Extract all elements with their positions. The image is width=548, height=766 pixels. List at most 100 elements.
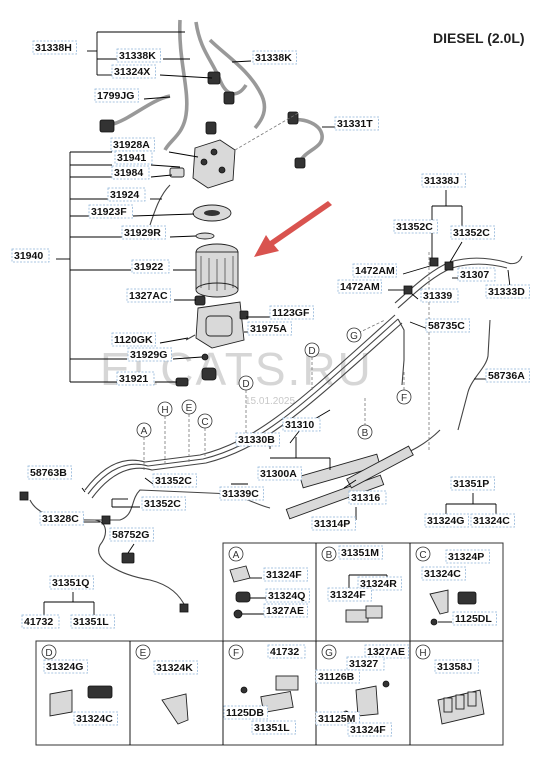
part-label-58735C[interactable]: 58735C (425, 318, 470, 333)
box-C-part-1125DL[interactable]: 1125DL (452, 611, 497, 626)
part-label-31324C[interactable]: 31324C (470, 513, 515, 528)
box-A-part-31324Q[interactable]: 31324Q (265, 588, 310, 603)
part-label-31924[interactable]: 31924 (107, 187, 146, 202)
part-label-1327AC[interactable]: 1327AC (126, 288, 171, 303)
box-A-part-31324Q-text: 31324Q (268, 590, 305, 602)
box-C-parts (429, 589, 477, 626)
part-label-31941[interactable]: 31941 (114, 150, 153, 165)
part-label-31338H[interactable]: 31338H (32, 40, 77, 55)
box-A-part-1327AE[interactable]: 1327AE (263, 603, 308, 618)
box-B-part-31324F-text: 31324F (330, 589, 366, 601)
part-label-1472AM[interactable]: 1472AM (337, 279, 382, 294)
leader-31338J (388, 190, 511, 380)
svg-text:A: A (233, 550, 240, 561)
callout-D[interactable]: D (304, 342, 320, 358)
part-label-31339C[interactable]: 31339C (219, 486, 264, 501)
part-label-1799JG[interactable]: 1799JG (94, 88, 139, 103)
box-C-part-31324C-text: 31324C (424, 568, 461, 580)
box-C-part-31324P[interactable]: 31324P (445, 549, 490, 564)
part-label-31352C[interactable]: 31352C (393, 219, 438, 234)
callout-F[interactable]: F (396, 389, 412, 405)
box-A-part-31324F[interactable]: 31324F (263, 567, 308, 582)
callout-D-left[interactable]: D (238, 375, 254, 391)
part-label-31922[interactable]: 31922 (131, 259, 170, 274)
fuel-filter-cartridge (195, 243, 239, 298)
callout-G[interactable]: G (346, 327, 362, 343)
part-label-58763B[interactable]: 58763B (27, 465, 72, 480)
part-label-58752G[interactable]: 58752G (109, 527, 154, 542)
box-D-part-31324G[interactable]: 31324G (43, 659, 88, 674)
box-B-part-31324F[interactable]: 31324F (327, 587, 372, 602)
part-label-31352C[interactable]: 31352C (450, 225, 495, 240)
callout-A[interactable]: A (136, 422, 152, 438)
callout-H[interactable]: H (157, 401, 173, 417)
part-label-31351Q[interactable]: 31351Q (49, 575, 94, 590)
part-label-31324G[interactable]: 31324G (424, 513, 469, 528)
part-label-31975A-text: 31975A (250, 323, 287, 335)
part-label-31975A[interactable]: 31975A (247, 321, 292, 336)
part-label-31307[interactable]: 31307 (457, 267, 496, 282)
part-label-31921[interactable]: 31921 (116, 371, 155, 386)
part-label-31928A[interactable]: 31928A (110, 137, 155, 152)
callout-B[interactable]: B (357, 424, 373, 440)
part-label-31324X-text: 31324X (114, 66, 150, 78)
box-G-part-31324F[interactable]: 31324F (347, 722, 392, 737)
callout-C[interactable]: C (197, 413, 213, 429)
box-G-part-1327AE[interactable]: 1327AE (364, 644, 409, 659)
box-F-part-41732[interactable]: 41732 (267, 644, 306, 659)
part-label-31331T-text: 31331T (337, 118, 373, 130)
part-label-31333D[interactable]: 31333D (485, 284, 530, 299)
box-B-part-31324R-text: 31324R (360, 578, 397, 590)
part-label-31339[interactable]: 31339 (420, 288, 459, 303)
part-label-1120GK[interactable]: 1120GK (111, 332, 156, 347)
box-C-part-31324C[interactable]: 31324C (421, 566, 466, 581)
part-label-1123GF[interactable]: 1123GF (269, 305, 314, 320)
part-label-31338K[interactable]: 31338K (252, 50, 297, 65)
part-label-31929G[interactable]: 31929G (127, 347, 172, 362)
part-label-31940[interactable]: 31940 (11, 248, 50, 263)
part-label-31314P[interactable]: 31314P (311, 516, 356, 531)
box-G-part-31126B-text: 31126B (318, 671, 355, 683)
box-G-part-31125M[interactable]: 31125M (315, 711, 360, 726)
box-G-part-31327[interactable]: 31327 (346, 656, 385, 671)
part-label-31314P-text: 31314P (314, 518, 350, 530)
box-H-part-31358J[interactable]: 31358J (434, 659, 479, 674)
part-label-31338K[interactable]: 31338K (116, 48, 161, 63)
part-label-1472AM[interactable]: 1472AM (352, 263, 397, 278)
part-label-31984[interactable]: 31984 (111, 165, 150, 180)
part-label-31352C[interactable]: 31352C (152, 473, 197, 488)
part-label-31352C[interactable]: 31352C (141, 496, 186, 511)
part-label-31338K-text: 31338K (255, 52, 292, 64)
part-label-31310[interactable]: 31310 (282, 417, 321, 432)
part-label-31331T[interactable]: 31331T (334, 116, 379, 131)
box-D-parts (49, 685, 113, 717)
part-label-31339-text: 31339 (423, 290, 452, 302)
box-F-part-31351L[interactable]: 31351L (251, 720, 296, 735)
part-label-58752G-text: 58752G (112, 529, 149, 541)
highlight-arrow (254, 201, 332, 257)
part-label-31351L[interactable]: 31351L (70, 614, 115, 629)
box-G-part-31126B[interactable]: 31126B (315, 669, 360, 684)
box-B-parts (345, 574, 388, 623)
box-E-part-31324K[interactable]: 31324K (153, 660, 198, 675)
diagram-title: DIESEL (2.0L) (433, 30, 525, 46)
part-label-31328C[interactable]: 31328C (39, 511, 84, 526)
part-label-41732[interactable]: 41732 (21, 614, 60, 629)
svg-text:D: D (242, 379, 249, 390)
svg-text:A: A (141, 426, 148, 437)
box-F-part-1125DB[interactable]: 1125DB (223, 705, 268, 720)
part-label-31929R[interactable]: 31929R (121, 225, 166, 240)
part-label-58736A[interactable]: 58736A (485, 368, 530, 383)
box-B-part-31324R[interactable]: 31324R (357, 576, 402, 591)
box-B-part-31351M[interactable]: 31351M (338, 545, 383, 560)
part-label-31324X[interactable]: 31324X (111, 64, 156, 79)
part-label-31316[interactable]: 31316 (348, 490, 387, 505)
part-label-31300A[interactable]: 31300A (257, 466, 302, 481)
part-label-31351P[interactable]: 31351P (450, 476, 495, 491)
callout-E[interactable]: E (181, 399, 197, 415)
box-D-part-31324C[interactable]: 31324C (73, 711, 118, 726)
part-label-31338J[interactable]: 31338J (421, 173, 466, 188)
part-label-31330B[interactable]: 31330B (235, 432, 280, 447)
part-label-31923F[interactable]: 31923F (88, 204, 133, 219)
box-F-part-31351L-text: 31351L (254, 722, 290, 734)
